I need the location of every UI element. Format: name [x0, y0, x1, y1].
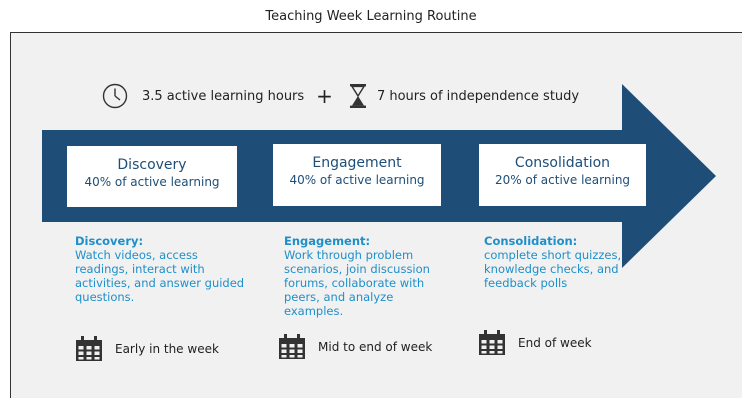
plus-sign: + [316, 84, 333, 108]
description-text: Watch videos, access readings, interact … [75, 248, 245, 304]
stage-name: Engagement [312, 155, 402, 171]
description-discovery: Discovery: Watch videos, access readings… [75, 234, 245, 304]
timing-engagement: Mid to end of week [278, 334, 432, 360]
stage-box-consolidation: Consolidation 20% of active learning [478, 143, 647, 207]
description-heading: Discovery: [75, 234, 144, 248]
description-text: complete short quizzes, knowledge checks… [484, 248, 622, 290]
stage-name: Consolidation [514, 155, 611, 171]
description-text: Work through problem scenarios, join dis… [284, 248, 430, 318]
calendar-icon [479, 330, 505, 355]
hourglass-icon [349, 84, 366, 108]
calendar-icon [76, 336, 102, 361]
timing-consolidation: End of week [478, 330, 592, 356]
calendar-icon [279, 334, 305, 359]
timing-discovery: Early in the week [75, 336, 219, 362]
stage-percent: 20% of active learning [494, 173, 631, 187]
description-heading: Consolidation: [484, 234, 578, 248]
description-heading: Engagement: [284, 234, 371, 248]
stage-percent: 40% of active learning [84, 175, 220, 189]
timing-label: End of week [518, 336, 592, 350]
description-engagement: Engagement: Work through problem scenari… [284, 234, 444, 318]
active-hours-label: 3.5 active learning hours [142, 88, 305, 104]
diagram-title: Teaching Week Learning Routine [265, 9, 477, 24]
stage-percent: 40% of active learning [289, 173, 425, 187]
timing-label: Mid to end of week [318, 340, 433, 354]
stage-box-engagement: Engagement 40% of active learning [272, 143, 442, 207]
stage-name: Discovery [117, 157, 187, 173]
description-consolidation: Consolidation: complete short quizzes, k… [484, 234, 624, 290]
clock-icon [102, 83, 128, 109]
stage-box-discovery: Discovery 40% of active learning [66, 145, 238, 208]
independent-hours-label: 7 hours of independence study [376, 88, 580, 104]
timing-label: Early in the week [115, 342, 219, 356]
hours-row: 3.5 active learning hours + 7 hours of i… [102, 83, 580, 109]
